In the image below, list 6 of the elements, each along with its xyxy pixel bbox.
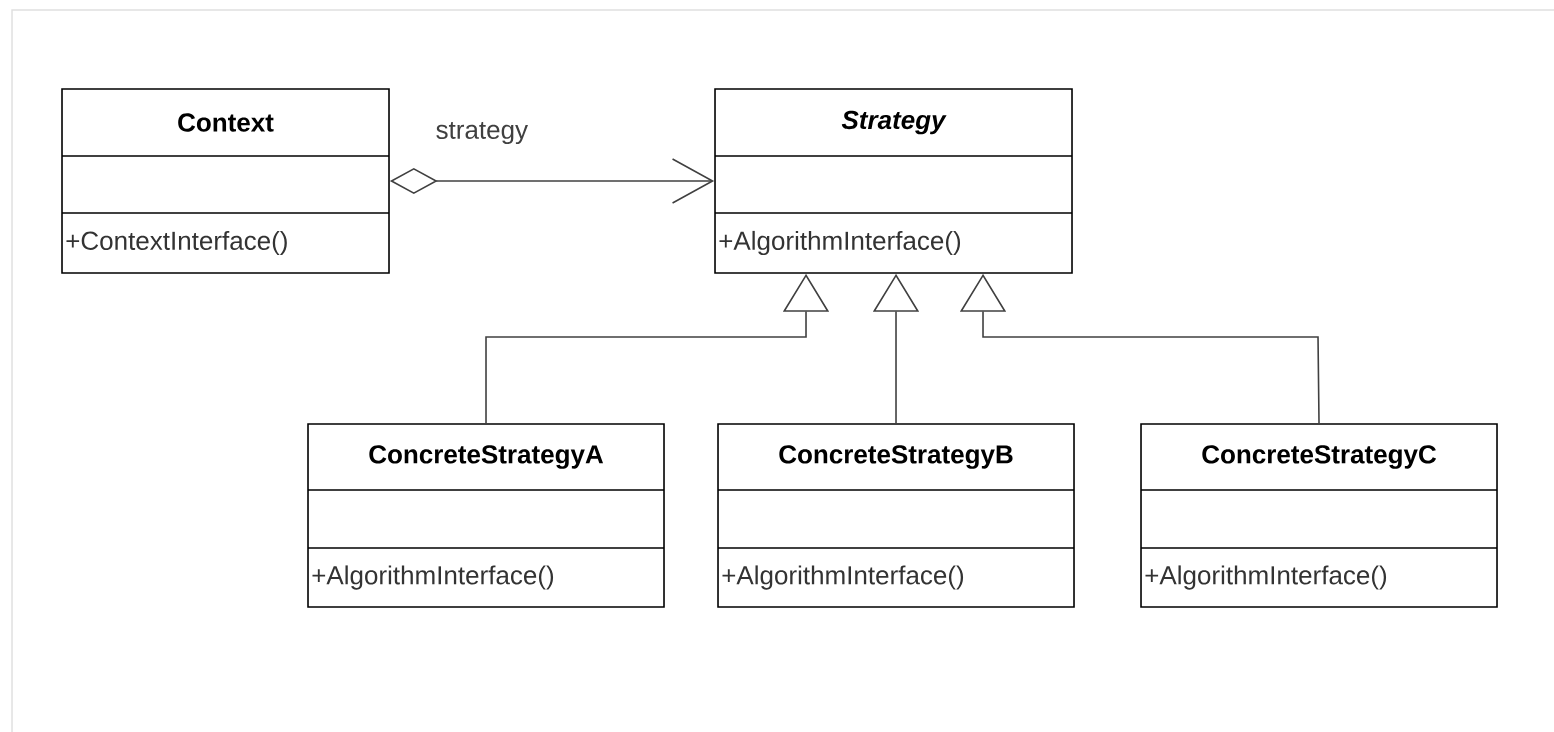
class-box: Context +ContextInterface() [61,88,390,274]
class-box: ConcreteStrategyB +AlgorithmInterface() [717,423,1075,608]
edge-label: strategy [434,120,530,146]
class-box: Strategy +AlgorithmInterface() [714,88,1073,274]
class-box: ConcreteStrategyC +AlgorithmInterface() [1140,423,1498,608]
class-box: ConcreteStrategyA +AlgorithmInterface() [307,423,665,608]
